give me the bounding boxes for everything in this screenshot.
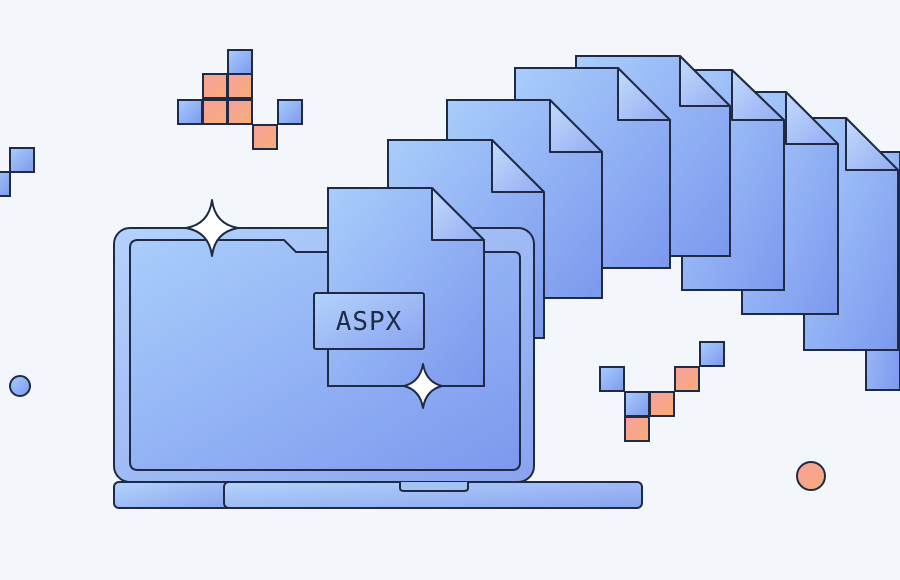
pixel-cluster — [0, 147, 35, 197]
pixel-cluster — [177, 49, 303, 150]
file-type-label: ASPX — [336, 307, 403, 337]
pixel-cluster — [599, 341, 725, 442]
sparkle-icon — [185, 199, 239, 257]
sparkle-icon — [403, 363, 443, 409]
dot — [9, 375, 31, 397]
dot — [796, 461, 826, 491]
file-type-badge — [313, 292, 425, 350]
aspx-document: ASPX — [313, 187, 485, 387]
